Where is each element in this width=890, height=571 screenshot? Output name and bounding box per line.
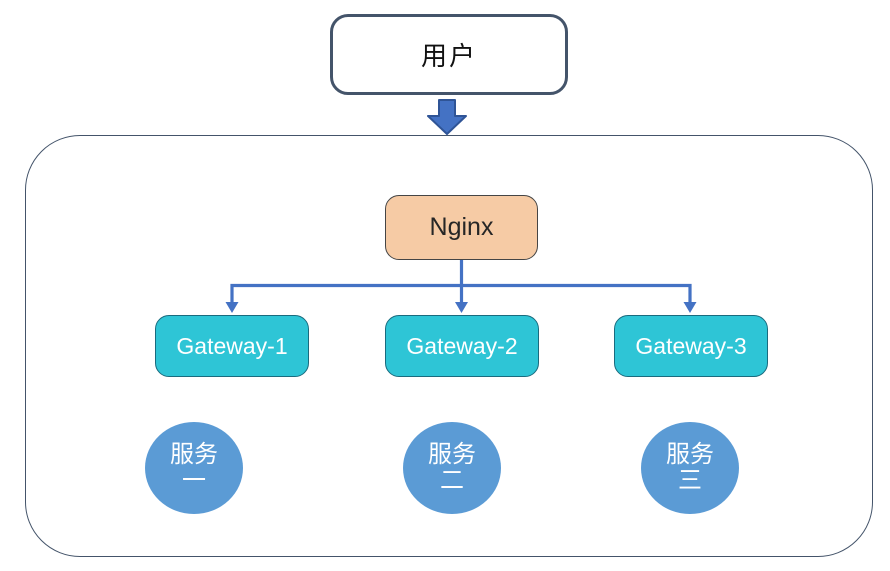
gateway-3-label: Gateway-3 [635,332,747,359]
gateway-3-node: Gateway-3 [614,315,768,377]
user-node: 用户 [330,14,568,95]
service-3-node: 服务 三 [641,422,739,514]
service-1-label-line1: 服务 [170,440,218,468]
gateway-1-node: Gateway-1 [155,315,309,377]
gateway-1-label: Gateway-1 [176,332,288,359]
user-node-label: 用户 [420,41,477,71]
service-2-node: 服务 二 [403,422,501,514]
service-2-label-line2: 二 [440,467,464,494]
block-down-arrow-icon [427,99,467,135]
service-3-label-line1: 服务 [666,440,714,468]
service-3-label-line2: 三 [678,467,702,494]
service-1-label-line2: 一 [182,467,206,494]
nginx-node-label: Nginx [429,213,494,241]
service-2-label-line1: 服务 [428,440,476,468]
service-1-node: 服务 一 [145,422,243,514]
gateway-2-node: Gateway-2 [385,315,539,377]
gateway-2-label: Gateway-2 [406,332,518,359]
nginx-node: Nginx [385,195,538,260]
